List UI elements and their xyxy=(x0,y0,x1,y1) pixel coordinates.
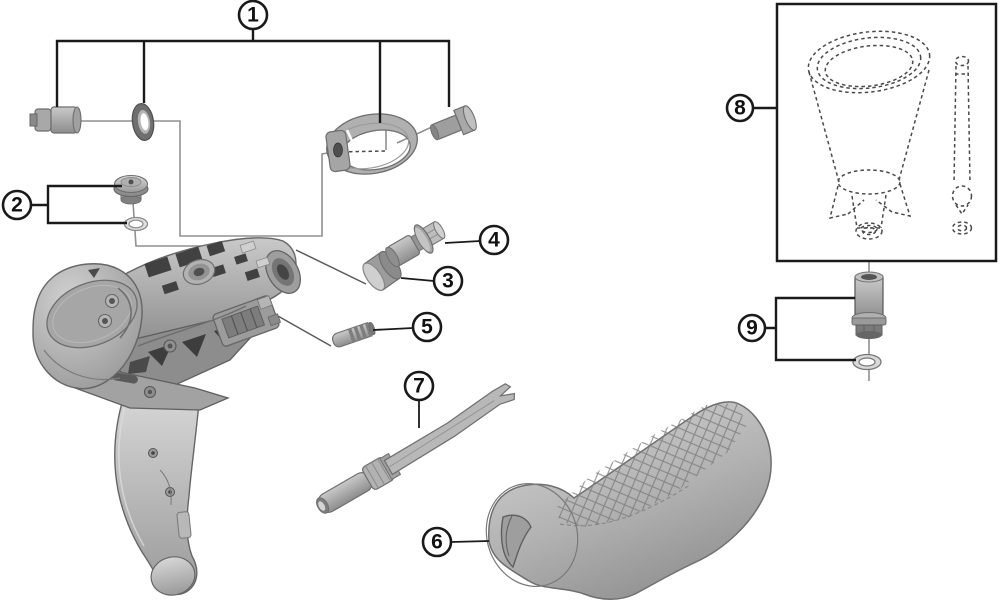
part-fixing-bolt-right xyxy=(430,105,477,141)
callout-8-label: 8 xyxy=(734,97,746,120)
part-plug-tool xyxy=(316,383,515,514)
part-brake-lever-blade xyxy=(114,395,200,596)
part-adjuster-barrel xyxy=(385,221,446,268)
callout-badges: 1 2 3 4 5 6 7 8 9 xyxy=(1,0,767,558)
part-fixing-bolt-left xyxy=(29,106,82,134)
bracket-group-1 xyxy=(55,29,451,123)
part-o-ring-cap xyxy=(123,216,149,232)
part-washer xyxy=(131,103,155,141)
kit-box-8 xyxy=(775,2,998,263)
callout-8-badge xyxy=(725,93,755,123)
body-cylinder-end xyxy=(265,250,301,294)
part-hood-cover xyxy=(485,401,772,600)
callout-3-label: 3 xyxy=(442,270,454,293)
callout-5-badge xyxy=(411,311,443,343)
part-bleed-nipple xyxy=(851,271,887,339)
callout-9-badge xyxy=(737,313,767,343)
part-clamp-band xyxy=(325,113,418,175)
part-funnel-plunger xyxy=(951,55,973,235)
body-vents xyxy=(144,240,271,295)
part-o-ring-nipple xyxy=(852,353,882,371)
leader-6 xyxy=(450,540,490,543)
bracket-group-9 xyxy=(766,296,856,362)
bracket-group-2 xyxy=(31,184,127,225)
callout-6-label: 6 xyxy=(431,531,443,554)
leader-5 xyxy=(372,327,414,331)
funnel-o-ring xyxy=(855,222,883,240)
part-bleed-funnel xyxy=(807,30,931,240)
callout-2-label: 2 xyxy=(11,194,23,217)
callout-6-badge xyxy=(421,526,453,558)
part-connecting-pin xyxy=(331,321,376,348)
body-screw-boss xyxy=(182,258,216,286)
part-lever-body xyxy=(32,237,301,596)
leader-3 xyxy=(400,277,435,282)
callout-9-label: 9 xyxy=(746,317,758,340)
callout-5-label: 5 xyxy=(421,316,433,339)
pointer-line-to-bushing xyxy=(295,249,367,285)
callout-7-badge xyxy=(403,370,435,402)
body-pommel xyxy=(32,263,143,390)
callout-3-badge xyxy=(432,265,464,297)
part-bracket-cap xyxy=(113,174,149,205)
callout-2-badge xyxy=(1,189,33,221)
callout-7-label: 7 xyxy=(413,375,425,398)
callout-4-label: 4 xyxy=(488,229,500,252)
callout-1-badge xyxy=(237,0,269,31)
callout-bracket-lines xyxy=(31,29,856,543)
callout-4-badge xyxy=(478,224,510,256)
kit-box-frame xyxy=(775,2,998,263)
body-connector-port xyxy=(212,295,282,347)
callout-1-label: 1 xyxy=(247,4,259,27)
leader-4 xyxy=(444,240,481,244)
hood-grip-texture xyxy=(556,403,747,527)
